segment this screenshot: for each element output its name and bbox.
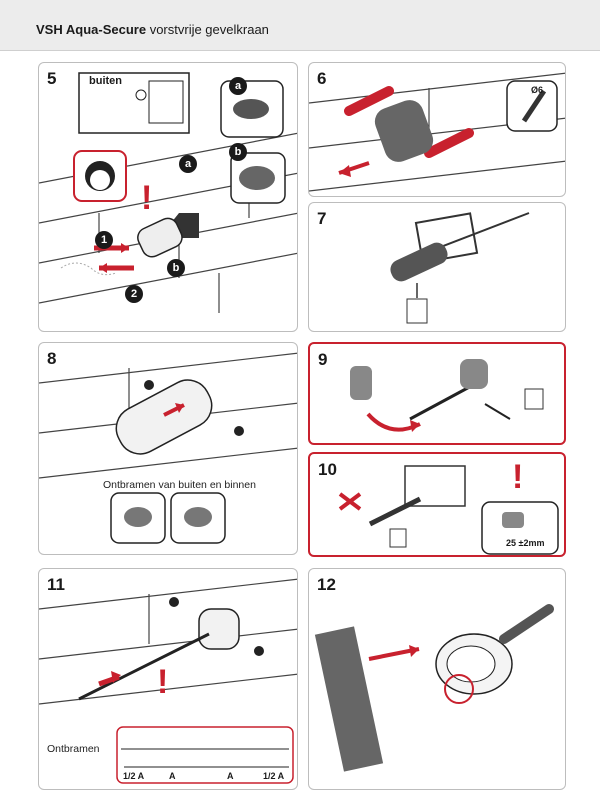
step-number: 9 [318, 350, 328, 369]
step-7-illustration [390, 212, 530, 324]
step-12-panel: 12 [308, 568, 566, 790]
step-10-panel: 10 ! 25 ±2mm [308, 452, 566, 557]
step-number: 5 [47, 69, 57, 88]
dim-label: 1/2 A [263, 771, 285, 781]
badge-a-detail: a [179, 155, 197, 173]
dimension-label: 25 ±2mm [506, 538, 545, 548]
outside-label: buiten [89, 75, 122, 87]
step-11-panel: 11 ! Ontbramen 1/2 A A A 1/2 A [38, 568, 298, 790]
drill-size-label: Ø6 [531, 85, 544, 95]
step-8-panel: 8 Ontbramen van buiten en binnen [38, 342, 298, 555]
step-number: 12 [317, 575, 336, 594]
step-12-illustration [314, 604, 554, 772]
step-9-panel: 9 [308, 342, 566, 445]
step-8-illustration [39, 352, 297, 544]
step-6-illustration [309, 72, 565, 192]
step-number: 10 [318, 460, 337, 479]
step-7-panel: 7 [308, 202, 566, 332]
dim-label: 1/2 A [123, 771, 145, 781]
badge-b-detail: b [167, 259, 185, 277]
step-6-panel: 6 Ø6 [308, 62, 566, 197]
product-subtitle: vorstvrije gevelkraan [149, 22, 269, 37]
warning-icon: ! [141, 179, 153, 217]
badge-b-top: b [229, 143, 247, 161]
step-5-illustration [39, 72, 297, 313]
brand-name: VSH Aqua-Secure [36, 22, 147, 37]
deburr-caption: Ontbramen [47, 743, 100, 755]
step-10-illustration [338, 465, 559, 555]
dim-label: A [169, 771, 176, 781]
step-1-badge: 1 [95, 231, 113, 249]
deburr-caption: Ontbramen van buiten en binnen [103, 479, 256, 491]
step-number: 8 [47, 349, 57, 368]
warning-icon: ! [512, 458, 524, 496]
step-9-illustration [350, 359, 544, 432]
document-title: VSH Aqua-Secure vorstvrije gevelkraan [36, 22, 269, 37]
step-number: 6 [317, 69, 327, 88]
step-number: 7 [317, 209, 327, 228]
warning-icon: ! [157, 663, 169, 701]
step-5-panel: 5 buiten a b a b 1 2 ! [38, 62, 298, 332]
step-2-badge: 2 [125, 285, 143, 303]
page-header: VSH Aqua-Secure vorstvrije gevelkraan [0, 0, 600, 51]
step-number: 11 [47, 575, 65, 594]
badge-a-top: a [229, 77, 247, 95]
dim-label: A [227, 771, 234, 781]
step-11-illustration [39, 578, 297, 784]
